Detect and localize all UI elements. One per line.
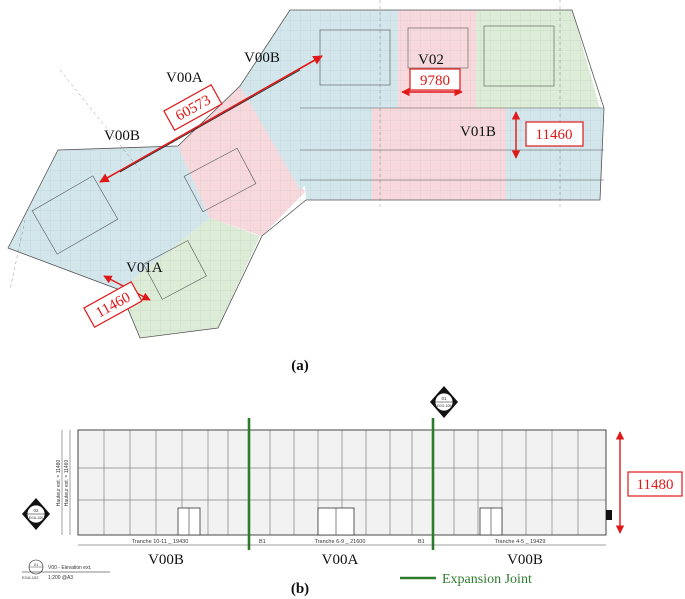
section-marker-left: 02 EGA-100 (22, 498, 50, 530)
elev-zone-mid: V00A (322, 552, 359, 568)
dim-label-v01b: 11460 (525, 121, 584, 147)
dim-line-diag (99, 55, 323, 183)
caption-b: (b) (291, 581, 309, 597)
joint-right-label: B1 (418, 539, 425, 545)
dim-label-height: 11480 (627, 471, 683, 497)
svg-text:01: 01 (441, 396, 447, 401)
svg-text:11480: 11480 (637, 477, 674, 493)
svg-text:EGA-100: EGA-100 (29, 516, 43, 520)
section-marker-top: 01 EGO-109 (430, 386, 458, 418)
tranche-right-label: Tranche 4-5 _ 19429 (495, 539, 546, 545)
elevation: Tranche 10-11 _ 19430 Tranche 6-9 _ 2160… (22, 386, 683, 597)
svg-text:1:200 @A3: 1:200 @A3 (48, 575, 73, 581)
zone-label-v02: V02 (418, 52, 444, 68)
zone-label-v00a: V00A (166, 70, 203, 86)
height-label-1: Hauteur ext. = 11480 (56, 460, 62, 507)
svg-text:01: 01 (34, 562, 39, 567)
svg-text:11460: 11460 (536, 127, 573, 143)
svg-text:EGO-109: EGO-109 (437, 404, 452, 408)
svg-text:9780: 9780 (420, 73, 450, 89)
dim-label-v02: 9780 (409, 68, 461, 91)
zone-label-v00b-top: V00B (244, 50, 280, 66)
tranche-mid-label: Tranche 6-9 _ 21600 (315, 539, 366, 545)
svg-text:02: 02 (33, 508, 39, 513)
caption-a: (a) (291, 358, 309, 374)
legend-label-expansion-joint: Expansion Joint (442, 572, 532, 587)
height-label-2: Hauteur ext. = 11460 (64, 460, 70, 507)
floor-plan: V00B V00A V00B V02 V01B V01A 60573 9780 … (7, 0, 605, 374)
svg-text:EGA-102: EGA-102 (22, 575, 39, 580)
zone-label-v00b-left: V00B (104, 128, 140, 144)
svg-text:V00 - Elevation ext.: V00 - Elevation ext. (48, 565, 91, 571)
elev-zone-right: V00B (507, 552, 543, 568)
tranche-left-label: Tranche 10-11 _ 19430 (132, 539, 189, 545)
joint-left-label: B1 (259, 539, 266, 545)
elev-zone-left: V00B (148, 552, 184, 568)
legend: Expansion Joint (400, 572, 532, 587)
zone-label-v01a: V01A (126, 260, 163, 276)
zone-label-v01b: V01B (460, 124, 496, 140)
title-block: 01 V00 - Elevation ext. EGA-102 1:200 @A… (22, 559, 110, 581)
